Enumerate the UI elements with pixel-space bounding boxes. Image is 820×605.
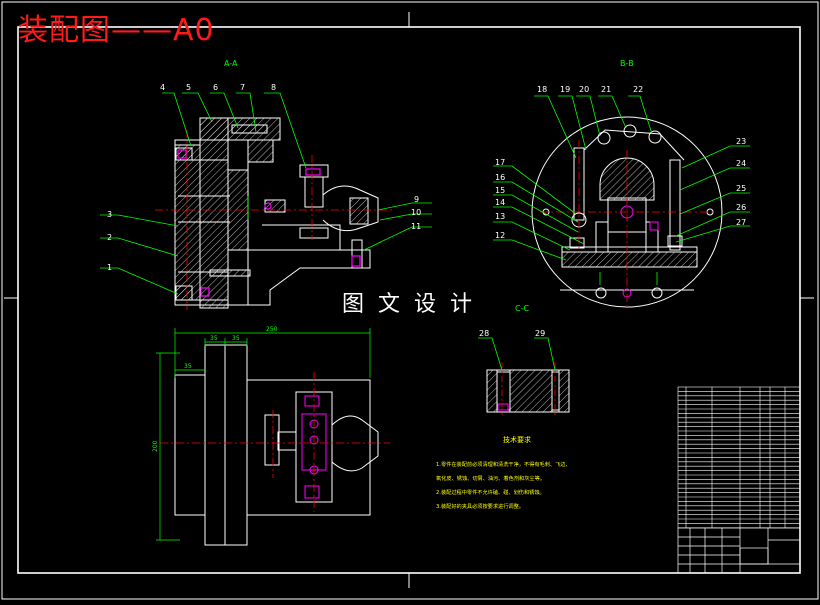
part-number-20: 20 bbox=[579, 85, 589, 94]
dimension-35-c: 35 bbox=[184, 363, 192, 370]
part-number-19: 19 bbox=[560, 85, 570, 94]
parts-list-table bbox=[677, 386, 801, 529]
dimension-35-a: 35 bbox=[210, 335, 218, 342]
part-number-1: 1 bbox=[107, 263, 112, 272]
part-number-26: 26 bbox=[736, 203, 746, 212]
plan-view: 250 35 35 35 200 bbox=[152, 326, 390, 546]
part-number-22: 22 bbox=[633, 85, 643, 94]
section-cc-view bbox=[478, 337, 570, 418]
dimension-35-b: 35 bbox=[232, 335, 240, 342]
part-number-17: 17 bbox=[495, 158, 505, 167]
notes-line-4: 3.装配好的夹具必须按要求进行调整。 bbox=[436, 502, 524, 510]
part-number-2: 2 bbox=[107, 233, 112, 242]
part-number-21: 21 bbox=[601, 85, 611, 94]
part-number-7: 7 bbox=[240, 83, 245, 92]
part-number-9: 9 bbox=[414, 195, 419, 204]
section-aa-view bbox=[100, 92, 432, 310]
part-number-18: 18 bbox=[537, 85, 547, 94]
part-number-27: 27 bbox=[736, 218, 746, 227]
technical-notes: 技术要求 1.零件在装配前必须清理和清洗干净，不得有毛刺、飞边、 氧化皮、锈蚀、… bbox=[436, 435, 571, 510]
part-number-4: 4 bbox=[160, 83, 165, 92]
part-number-28: 28 bbox=[479, 329, 489, 338]
notes-line-1: 1.零件在装配前必须清理和清洗干净，不得有毛刺、飞边、 bbox=[436, 460, 571, 468]
dimension-height: 200 bbox=[152, 440, 159, 452]
part-number-8: 8 bbox=[271, 83, 276, 92]
part-number-3: 3 bbox=[107, 210, 112, 219]
watermark-text: 图文设计 bbox=[342, 292, 487, 317]
section-bb-view bbox=[493, 95, 750, 310]
notes-line-2: 氧化皮、锈蚀、切屑、油污、着色剂和灰尘等。 bbox=[436, 474, 545, 482]
title-block bbox=[677, 527, 801, 574]
part-number-23: 23 bbox=[736, 137, 746, 146]
dimension-overall-width: 250 bbox=[266, 326, 278, 333]
section-label-bb: B-B bbox=[620, 59, 634, 68]
part-number-29: 29 bbox=[535, 329, 545, 338]
part-number-12: 12 bbox=[495, 231, 505, 240]
part-number-24: 24 bbox=[736, 159, 746, 168]
notes-heading: 技术要求 bbox=[503, 435, 531, 444]
part-number-10: 10 bbox=[411, 208, 421, 217]
section-label-cc: C-C bbox=[515, 304, 529, 313]
part-number-14: 14 bbox=[495, 198, 505, 207]
drawing-title: 装配图——A0 bbox=[18, 13, 215, 48]
part-number-25: 25 bbox=[736, 184, 746, 193]
part-number-15: 15 bbox=[495, 186, 505, 195]
part-number-6: 6 bbox=[213, 83, 218, 92]
section-label-aa: A-A bbox=[224, 59, 238, 68]
part-number-16: 16 bbox=[495, 173, 505, 182]
part-number-11: 11 bbox=[411, 222, 421, 231]
notes-line-3: 2.装配过程中零件不允许磕、碰、划伤和锈蚀。 bbox=[436, 488, 545, 496]
part-number-13: 13 bbox=[495, 212, 505, 221]
part-number-5: 5 bbox=[186, 83, 191, 92]
